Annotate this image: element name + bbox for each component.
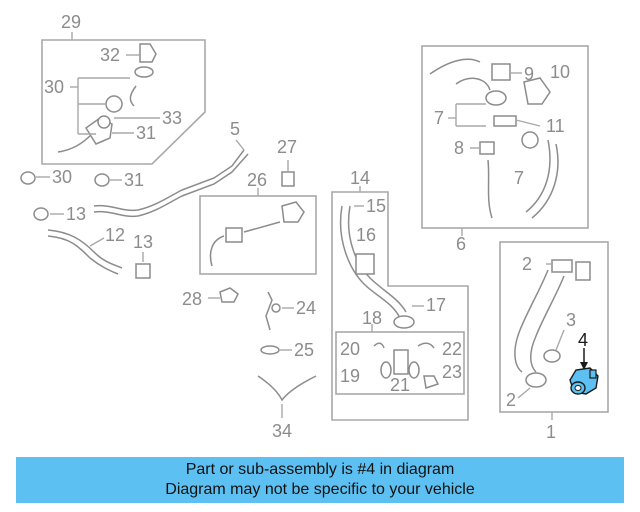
callout-13: 13	[66, 204, 86, 224]
callout-21: 21	[390, 375, 410, 395]
callout-28: 28	[182, 289, 202, 309]
loose-parts-left	[20, 171, 239, 303]
group-box-26	[199, 160, 317, 275]
callout-7-b: 7	[514, 168, 524, 188]
callout-34: 34	[272, 421, 292, 441]
callout-23: 23	[442, 362, 462, 382]
callout-11: 11	[546, 116, 565, 136]
callout-9: 9	[524, 64, 534, 84]
callout-22: 22	[442, 339, 462, 359]
small-parts-24-25-34	[257, 291, 317, 418]
callout-4: 4	[578, 330, 588, 350]
pipe-5	[93, 139, 249, 218]
callout-8: 8	[454, 138, 464, 158]
banner-line-1: Part or sub-assembly is #4 in diagram	[185, 461, 455, 478]
callout-30: 30	[44, 77, 64, 97]
callout-1: 1	[546, 422, 556, 442]
callout-33: 33	[162, 108, 182, 128]
parts-diagram: 29 32 30 33 31 30 31 13 12 13 5 27 26 28…	[20, 12, 609, 442]
callout-30-loose: 30	[52, 167, 72, 187]
callout-2-b: 2	[506, 390, 516, 410]
callout-25: 25	[294, 340, 314, 360]
callout-31-loose: 31	[124, 170, 144, 190]
callout-15: 15	[366, 196, 386, 216]
callout-5: 5	[230, 119, 240, 139]
callout-3: 3	[566, 310, 576, 330]
callout-16: 16	[356, 225, 376, 245]
callout-29: 29	[61, 12, 81, 32]
callout-7: 7	[434, 108, 444, 128]
banner-line-2: Diagram may not be specific to your vehi…	[165, 481, 475, 498]
callout-27: 27	[277, 137, 297, 157]
callout-12: 12	[105, 225, 125, 245]
callout-17: 17	[426, 295, 446, 315]
callout-32: 32	[100, 45, 120, 65]
info-banner: Part or sub-assembly is #4 in diagram Di…	[16, 457, 624, 503]
callout-19: 19	[340, 366, 360, 386]
highlighted-part-4[interactable]	[569, 348, 599, 395]
group-box-1	[499, 241, 609, 420]
callout-2: 2	[522, 254, 532, 274]
group-box-14	[331, 186, 469, 421]
callout-14: 14	[350, 168, 370, 188]
callout-31: 31	[136, 123, 156, 143]
group-box-29	[41, 32, 206, 165]
callout-13-b: 13	[133, 232, 153, 252]
callout-6: 6	[456, 234, 466, 254]
callout-10: 10	[550, 62, 570, 82]
callout-20: 20	[340, 339, 360, 359]
group-box-6	[421, 45, 589, 236]
callout-26: 26	[247, 170, 267, 190]
callout-18: 18	[362, 308, 382, 328]
callout-24: 24	[296, 298, 316, 318]
